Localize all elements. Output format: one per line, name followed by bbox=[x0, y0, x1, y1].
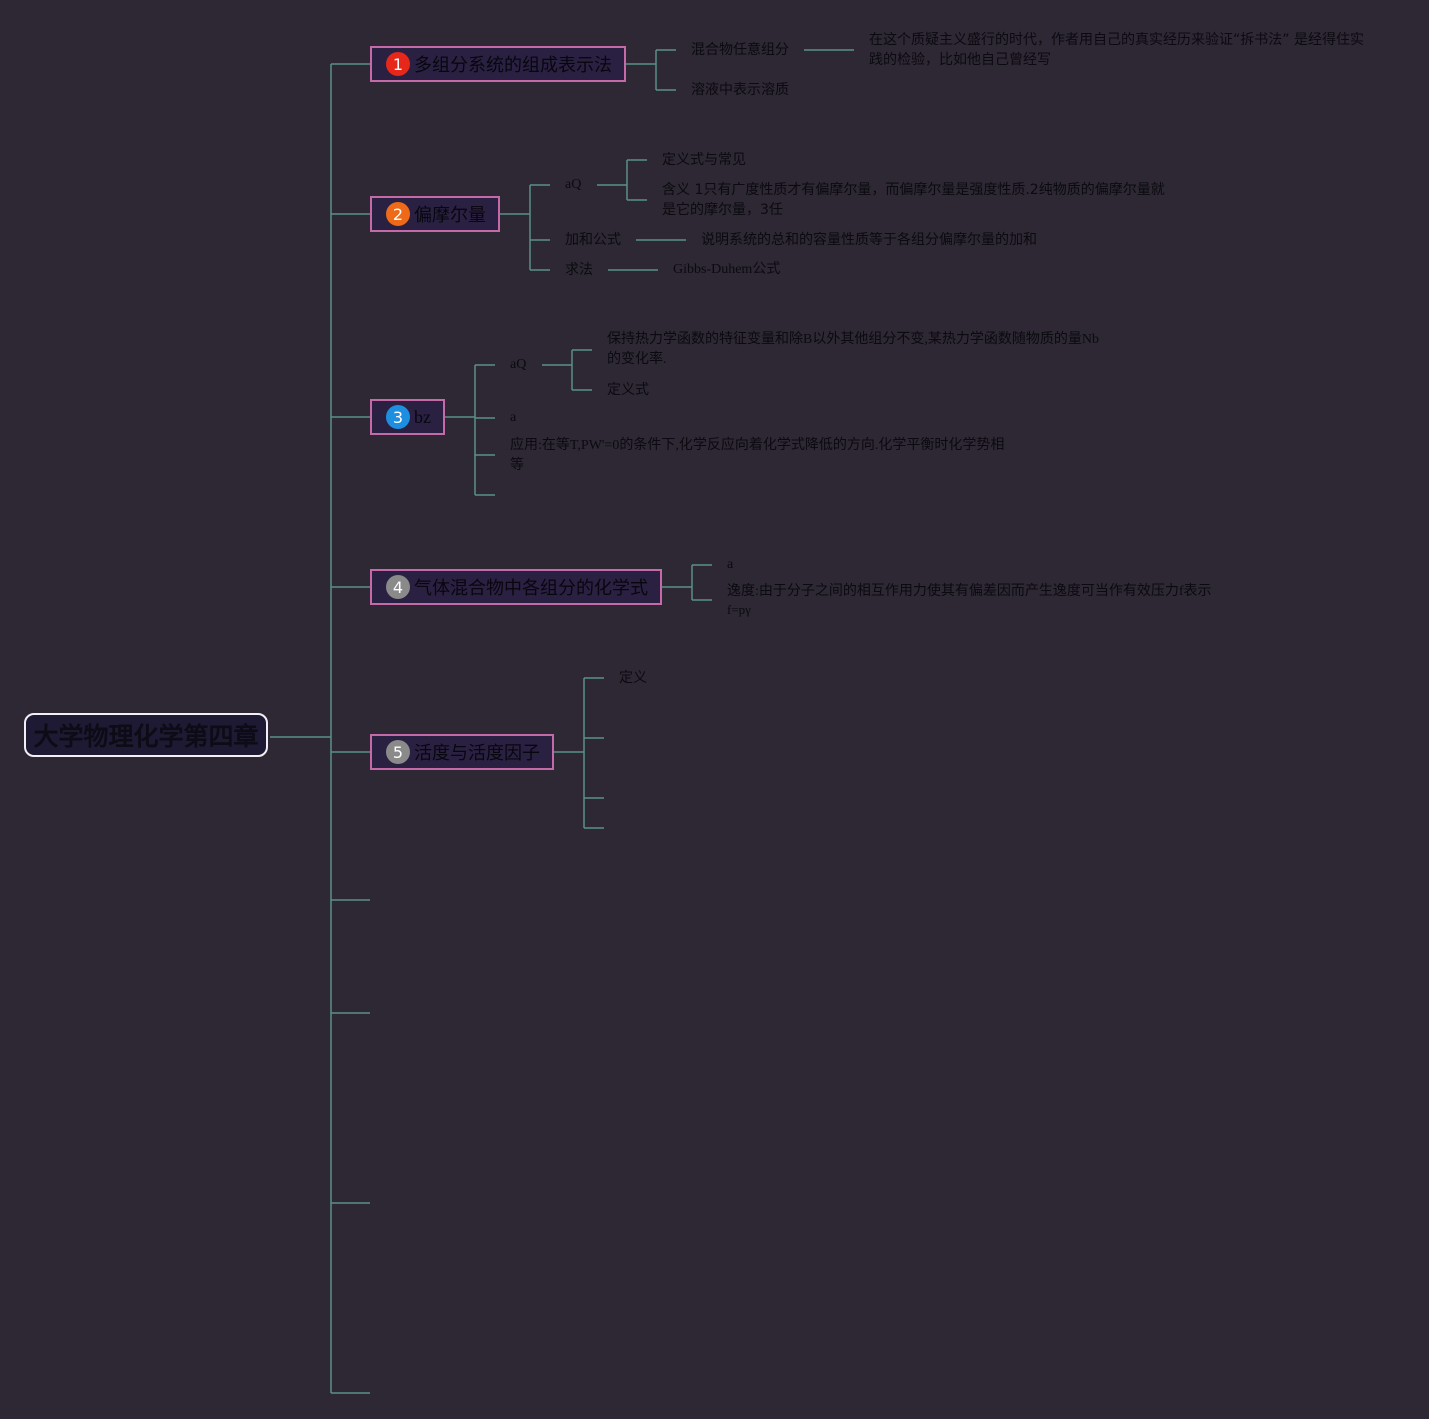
t1-note-line2: 践的检验，比如他自己曾经写 bbox=[869, 52, 1051, 68]
topic-2-label: 偏摩尔量 bbox=[414, 205, 486, 226]
t4-subtopic-a[interactable]: a bbox=[727, 557, 734, 572]
topic-2-badge: 2 bbox=[386, 202, 410, 226]
t3-subtopic-aq[interactable]: aQ bbox=[510, 357, 527, 372]
t3-subtopic-a[interactable]: a bbox=[510, 410, 517, 425]
t3-aq-desc-line2: 的变化率. bbox=[607, 352, 667, 367]
t2-subtopic-aq[interactable]: aQ bbox=[565, 177, 582, 192]
t1-note-line1: 在这个质疑主义盛行的时代，作者用自己的真实经历来验证“拆书法” 是经得住实 bbox=[869, 32, 1364, 48]
t3-aq-definition[interactable]: 定义式 bbox=[607, 382, 649, 398]
t2-aq-meaning-line1: 含义 1只有广度性质才有偏摩尔量，而偏摩尔量是强度性质.2纯物质的偏摩尔量就 bbox=[662, 182, 1165, 198]
t3-application-line2: 等 bbox=[510, 458, 524, 473]
t1-subtopic-mixture[interactable]: 混合物任意组分 bbox=[691, 42, 789, 58]
topic-2-node[interactable]: 2 偏摩尔量 bbox=[370, 196, 500, 232]
t2-aq-definition[interactable]: 定义式与常见 bbox=[662, 152, 746, 168]
t2-sum-note: 说明系统的总和的容量性质等于各组分偏摩尔量的加和 bbox=[701, 232, 1037, 248]
root-node[interactable]: 大学物理化学第四章 bbox=[24, 713, 268, 757]
t2-method-note: Gibbs-Duhem公式 bbox=[673, 262, 781, 277]
t4-fugacity-line1: 逸度:由于分子之间的相互作用力使其有偏差因而产生逸度可当作有效压力f表示 bbox=[727, 584, 1212, 599]
topic-5-node[interactable]: 5 活度与活度因子 bbox=[370, 734, 554, 770]
t2-subtopic-method[interactable]: 求法 bbox=[565, 262, 593, 278]
topic-5-label: 活度与活度因子 bbox=[414, 743, 540, 764]
topic-3-label: bz bbox=[414, 406, 431, 427]
topic-4-label: 气体混合物中各组分的化学式 bbox=[414, 578, 648, 599]
topic-5-badge: 5 bbox=[386, 740, 410, 764]
t3-aq-desc-line1: 保持热力学函数的特征变量和除B以外其他组分不变,某热力学函数随物质的量Nb bbox=[607, 332, 1099, 347]
t2-aq-meaning-line2: 是它的摩尔量，3任 bbox=[662, 202, 783, 218]
topic-1-label: 多组分系统的组成表示法 bbox=[414, 55, 612, 76]
topic-4-node[interactable]: 4 气体混合物中各组分的化学式 bbox=[370, 569, 662, 605]
topic-1-node[interactable]: 1 多组分系统的组成表示法 bbox=[370, 46, 626, 82]
t5-subtopic-definition[interactable]: 定义 bbox=[619, 670, 647, 686]
t4-fugacity-line2: f=pγ bbox=[727, 602, 751, 617]
t3-application-line1: 应用:在等T,PW'=0的条件下,化学反应向着化学式降低的方向.化学平衡时化学势… bbox=[510, 438, 1005, 453]
topic-4-badge: 4 bbox=[386, 575, 410, 599]
topic-3-node[interactable]: 3 bz bbox=[370, 399, 445, 435]
topic-1-badge: 1 bbox=[386, 52, 410, 76]
root-title: 大学物理化学第四章 bbox=[33, 722, 259, 751]
topic-3-badge: 3 bbox=[386, 405, 410, 429]
t2-subtopic-sum-formula[interactable]: 加和公式 bbox=[565, 232, 621, 248]
t1-subtopic-solution[interactable]: 溶液中表示溶质 bbox=[691, 82, 789, 98]
